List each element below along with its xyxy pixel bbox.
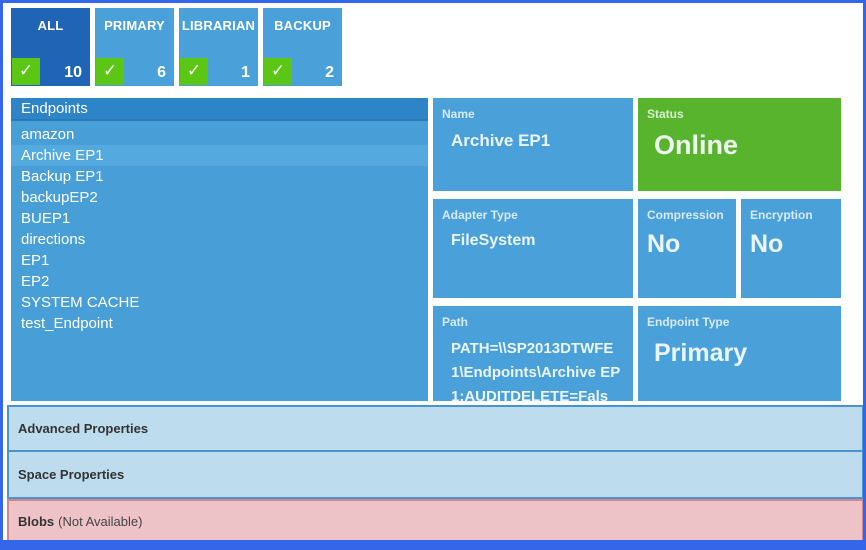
tile-label: Compression — [647, 208, 724, 222]
bottom-status-bar — [3, 540, 863, 547]
summary-tile-label: LIBRARIAN — [181, 18, 256, 33]
detail-tile-endpoint-type: Endpoint Type Primary — [638, 306, 841, 401]
list-item-backup-ep1[interactable]: Backup EP1 — [21, 168, 104, 185]
section-title: Blobs — [18, 514, 55, 529]
section-blobs: Blobs (Not Available) — [7, 499, 863, 544]
tile-label: Path — [442, 315, 469, 329]
tile-label: Name — [442, 107, 475, 121]
status-badge: Online — [654, 130, 739, 160]
list-item-ep2[interactable]: EP2 — [21, 273, 50, 290]
tile-value: No — [750, 230, 784, 258]
tile-label: Endpoint Type — [647, 315, 730, 329]
summary-tile-label: ALL — [37, 18, 64, 33]
section-advanced-properties[interactable]: Advanced Properties — [7, 405, 863, 452]
section-availability-note: (Not Available) — [58, 514, 143, 529]
detail-tile-adapter-type: Adapter Type FileSystem — [433, 199, 633, 298]
list-item-archive-ep1[interactable]: Archive EP1 — [11, 145, 428, 166]
endpoints-panel-header: Endpoints — [11, 98, 428, 121]
tile-value: Archive EP1 — [451, 131, 551, 150]
list-item-buep1[interactable]: BUEP1 — [21, 210, 71, 227]
detail-tile-compression: Compression No — [638, 199, 736, 298]
tile-value: PATH=\\SP2013DTWFE1\Endpoints\Archive EP… — [451, 340, 621, 401]
check-icon: ✓ — [180, 58, 208, 85]
section-title: Advanced Properties — [18, 421, 149, 436]
list-item-system-cache[interactable]: SYSTEM CACHE — [21, 294, 140, 311]
summary-tile-count: 6 — [157, 64, 166, 81]
section-title: Space Properties — [18, 467, 125, 482]
detail-tile-path: Path PATH=\\SP2013DTWFE1\Endpoints\Archi… — [433, 306, 633, 401]
summary-tile-count: 1 — [241, 64, 250, 81]
endpoints-panel: Endpoints amazon Archive EP1 Backup EP1 … — [11, 98, 428, 401]
check-icon: ✓ — [12, 58, 40, 85]
tile-label: Status — [647, 107, 684, 121]
tile-label: Adapter Type — [442, 208, 518, 222]
summary-tile-count: 2 — [325, 64, 334, 81]
summary-tile-all[interactable]: ALL ✓ 10 — [11, 8, 90, 86]
tile-value: No — [647, 230, 681, 258]
detail-tile-status: Status Online — [638, 98, 841, 191]
check-icon: ✓ — [96, 58, 124, 85]
detail-tile-encryption: Encryption No — [741, 199, 841, 298]
summary-tile-label: BACKUP — [274, 18, 331, 33]
summary-tile-count: 10 — [64, 64, 82, 81]
tile-label: Encryption — [750, 208, 813, 222]
summary-tile-label: PRIMARY — [104, 18, 165, 33]
check-icon: ✓ — [264, 58, 292, 85]
list-item-test-endpoint[interactable]: test_Endpoint — [21, 315, 113, 332]
summary-tile-librarian[interactable]: LIBRARIAN ✓ 1 — [179, 8, 258, 86]
list-item-ep1[interactable]: EP1 — [21, 252, 50, 269]
tile-value: Primary — [654, 339, 748, 367]
list-item-directions[interactable]: directions — [21, 231, 86, 248]
list-item-backupep2[interactable]: backupEP2 — [21, 189, 98, 206]
endpoints-list: amazon Archive EP1 Backup EP1 backupEP2 … — [11, 121, 428, 334]
list-item-amazon[interactable]: amazon — [21, 126, 75, 143]
section-space-properties[interactable]: Space Properties — [7, 452, 863, 499]
detail-tile-name: Name Archive EP1 — [433, 98, 633, 191]
summary-tile-primary[interactable]: PRIMARY ✓ 6 — [95, 8, 174, 86]
summary-tile-backup[interactable]: BACKUP ✓ 2 — [263, 8, 342, 86]
tile-value: FileSystem — [451, 232, 536, 249]
